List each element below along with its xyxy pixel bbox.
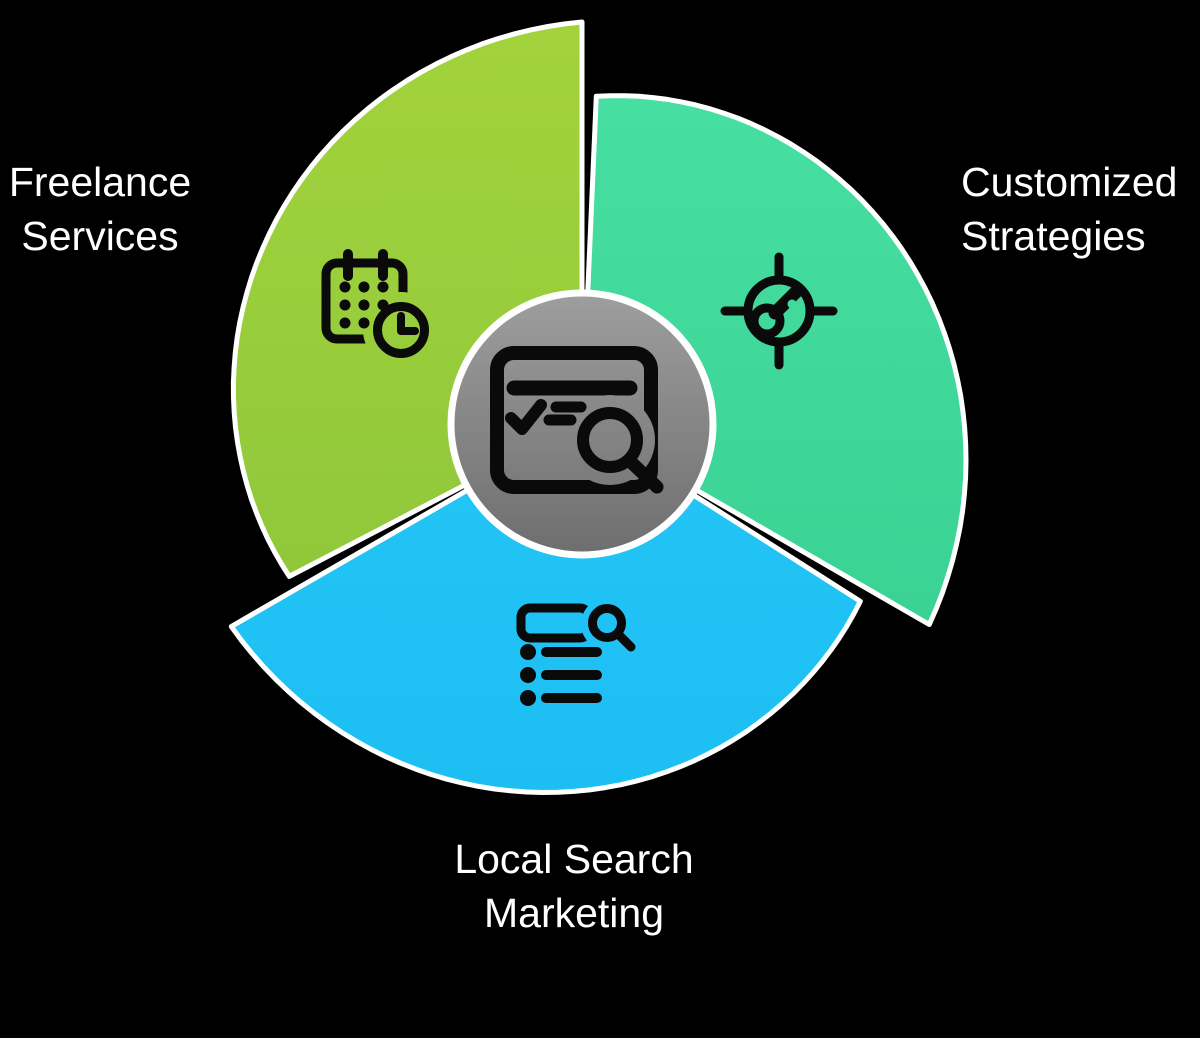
segment-label-local-search-marketing: Local Search Marketing	[374, 832, 774, 940]
calendar-clock-icon	[321, 249, 439, 368]
segment-label-freelance-services: Freelance Services	[0, 155, 200, 263]
label-line: Services	[21, 213, 179, 259]
list-search-icon	[516, 598, 636, 706]
label-line: Local Search	[454, 836, 694, 882]
browser-search-icon	[490, 346, 664, 494]
label-line: Freelance	[8, 159, 192, 205]
label-line: Strategies	[961, 213, 1146, 259]
label-line: Marketing	[483, 890, 664, 936]
label-line: Customized	[961, 159, 1178, 205]
target-goal-icon	[720, 252, 838, 370]
segment-customized-strategies	[579, 93, 969, 627]
segment-label-customized-strategies: Customized Strategies	[961, 155, 1200, 263]
